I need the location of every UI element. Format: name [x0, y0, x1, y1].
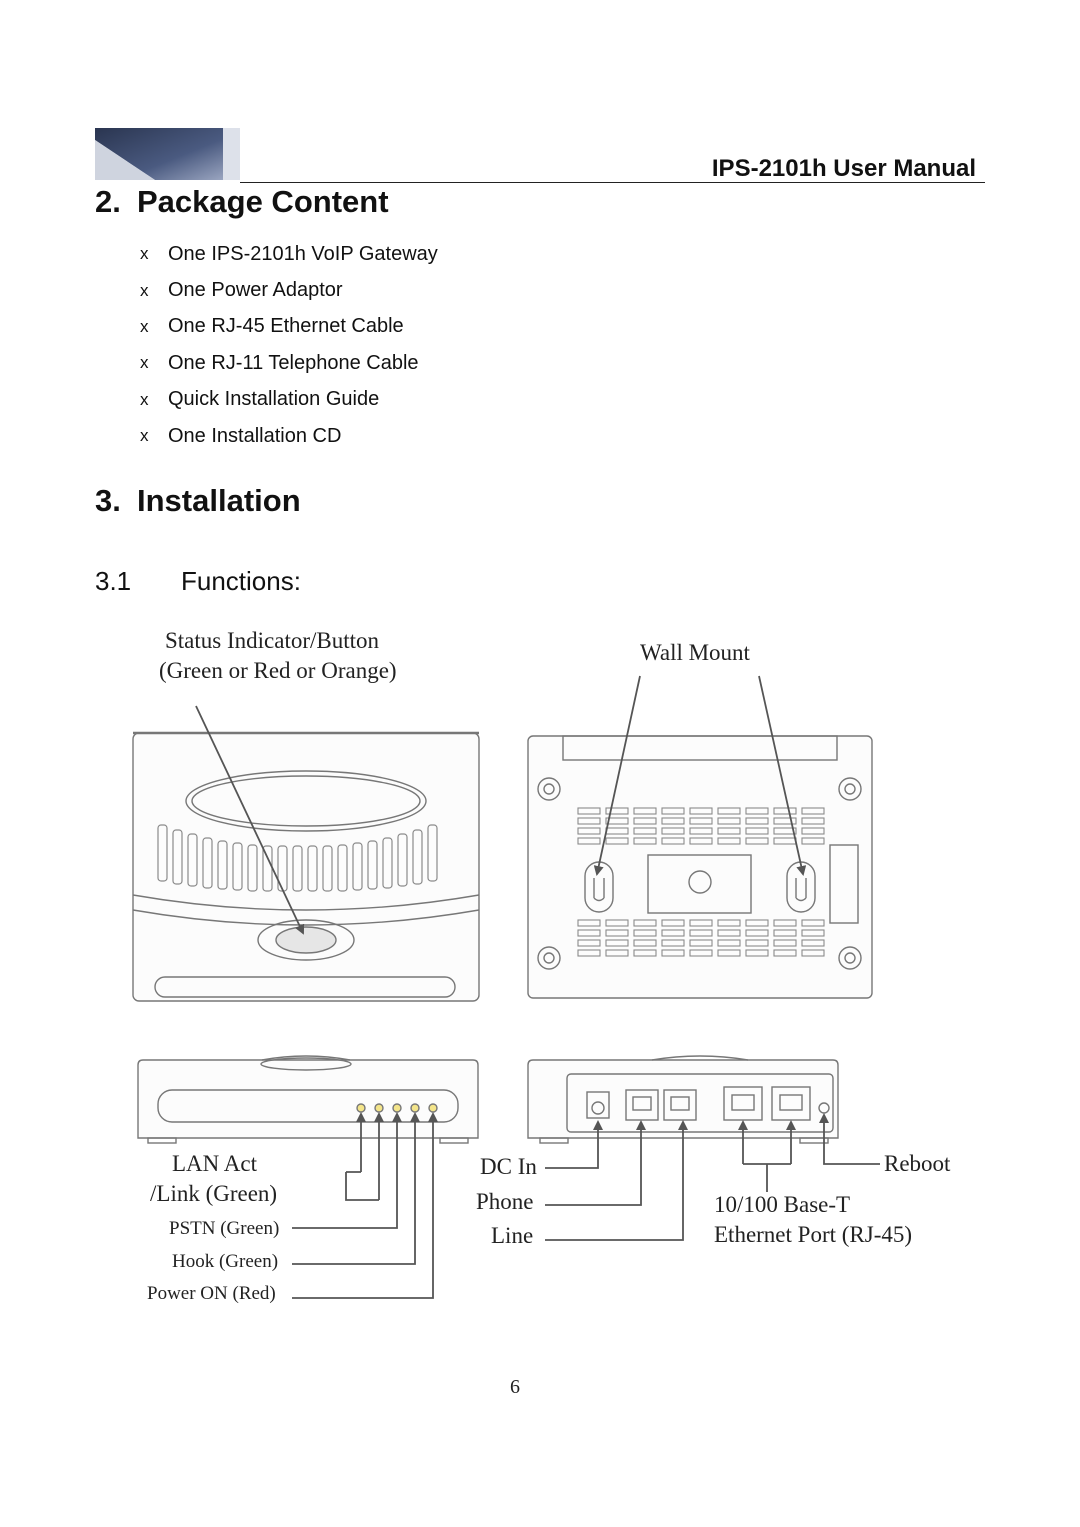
- list-item: x One IPS-2101h VoIP Gateway: [140, 236, 438, 272]
- bullet-icon: x: [140, 389, 149, 409]
- reboot-label: Reboot: [884, 1151, 951, 1176]
- ethernet-port-label: Ethernet Port (RJ-45): [714, 1222, 913, 1247]
- section-number: 3.: [95, 483, 121, 518]
- list-item-text: One RJ-11 Telephone Cable: [168, 351, 419, 374]
- hook-led-label: Hook (Green): [172, 1251, 279, 1272]
- list-item: x Quick Installation Guide: [140, 382, 438, 418]
- power-led-label: Power ON (Red): [147, 1283, 276, 1304]
- section-title: Installation: [137, 483, 301, 518]
- bullet-icon: x: [140, 280, 149, 300]
- lan-act-label: LAN Act: [172, 1151, 257, 1176]
- manual-title: IPS-2101h User Manual: [711, 155, 976, 182]
- status-indicator-colors-label: (Green or Red or Orange): [159, 658, 397, 683]
- bullet-icon: x: [140, 426, 149, 446]
- list-item: x One Power Adaptor: [140, 272, 438, 308]
- pstn-led-label: PSTN (Green): [169, 1218, 280, 1239]
- page-number: 6: [510, 1376, 520, 1398]
- lan-link-label: /Link (Green): [150, 1181, 278, 1206]
- list-item-text: One Installation CD: [168, 424, 342, 447]
- bullet-icon: x: [140, 316, 149, 336]
- list-item: x One RJ-11 Telephone Cable: [140, 345, 438, 381]
- subsection-number: 3.1: [95, 566, 132, 596]
- list-item-text: One Power Adaptor: [168, 279, 343, 302]
- section-heading-package: 2. Package Content: [95, 184, 389, 220]
- bullet-icon: x: [140, 244, 149, 264]
- section-number: 2.: [95, 184, 121, 219]
- device-top-view: [132, 731, 480, 1002]
- list-item-text: One IPS-2101h VoIP Gateway: [168, 242, 438, 265]
- device-front-view: [137, 1055, 479, 1144]
- status-indicator-label: Status Indicator/Button: [165, 628, 380, 653]
- list-item-text: Quick Installation Guide: [168, 388, 380, 411]
- section-title: Package Content: [137, 184, 389, 219]
- list-item: x One Installation CD: [140, 418, 438, 454]
- header-logo: [95, 128, 240, 180]
- dc-in-label: DC In: [480, 1154, 537, 1179]
- subsection-heading-functions: 3.1 Functions:: [95, 566, 301, 597]
- wall-mount-label: Wall Mount: [640, 640, 750, 665]
- line-port-label: Line: [491, 1223, 534, 1248]
- callout-lines: [195, 675, 880, 1299]
- list-item-text: One RJ-45 Ethernet Cable: [168, 315, 404, 338]
- list-item: x One RJ-45 Ethernet Cable: [140, 309, 438, 345]
- bullet-icon: x: [140, 353, 149, 373]
- device-bottom-view: [527, 735, 873, 999]
- ethernet-speed-label: 10/100 Base-T: [714, 1192, 851, 1217]
- subsection-title: Functions:: [181, 566, 301, 596]
- header-rule: [240, 182, 985, 183]
- section-heading-installation: 3. Installation: [95, 483, 301, 519]
- phone-port-label: Phone: [476, 1189, 534, 1214]
